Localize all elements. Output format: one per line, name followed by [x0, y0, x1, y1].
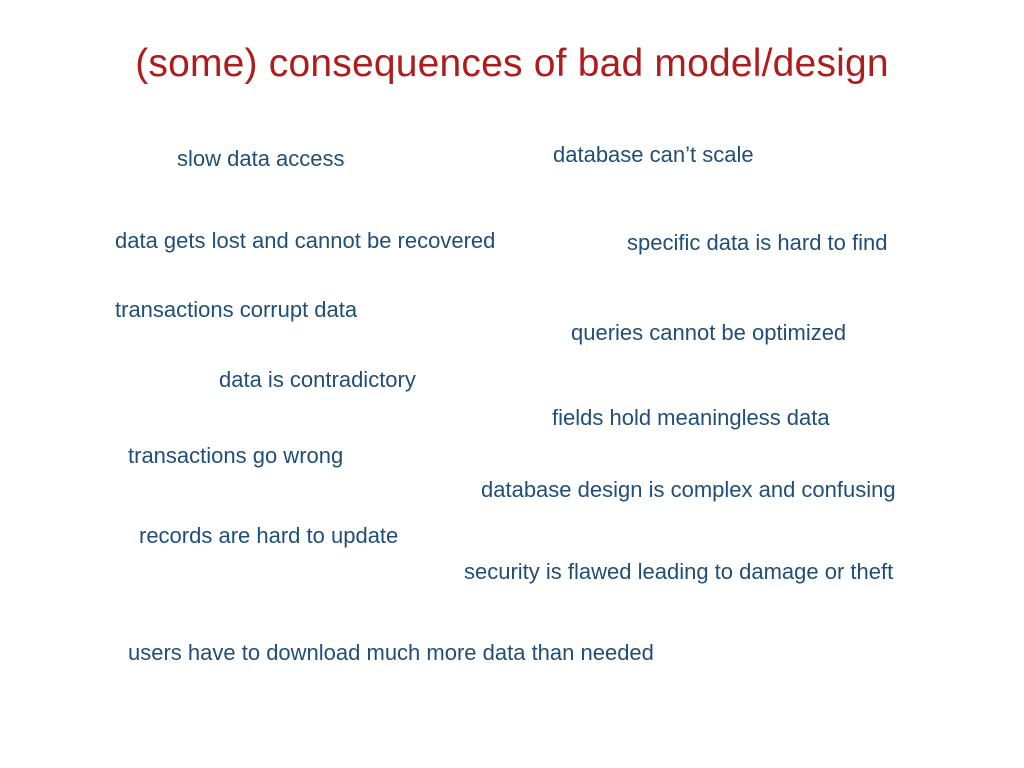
consequence-item: data gets lost and cannot be recovered — [115, 228, 496, 253]
consequence-item: records are hard to update — [139, 523, 399, 548]
consequence-item: database can’t scale — [553, 142, 754, 167]
consequence-item: fields hold meaningless data — [552, 405, 830, 430]
consequence-item: slow data access — [177, 146, 345, 171]
consequence-item: security is flawed leading to damage or … — [464, 559, 894, 584]
consequence-item: transactions go wrong — [128, 443, 344, 468]
consequence-item: queries cannot be optimized — [571, 320, 847, 345]
consequence-item: transactions corrupt data — [115, 297, 358, 322]
consequence-item: data is contradictory — [219, 367, 416, 392]
consequence-item: specific data is hard to find — [627, 230, 888, 255]
consequence-item: database design is complex and confusing — [481, 477, 896, 502]
consequence-item: users have to download much more data th… — [128, 640, 654, 665]
slide-title: (some) consequences of bad model/design — [135, 42, 889, 85]
